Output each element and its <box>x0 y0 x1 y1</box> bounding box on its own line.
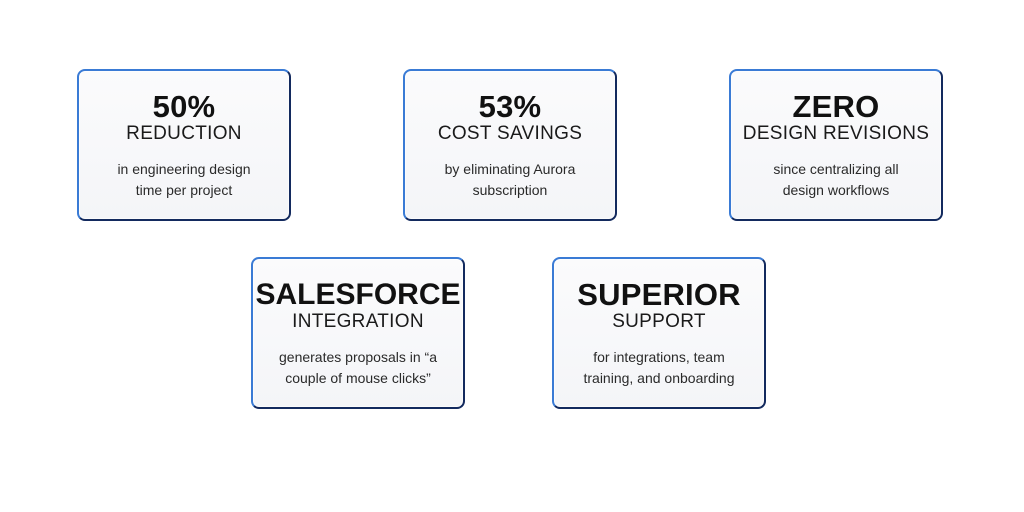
stat-description-line: training, and onboarding <box>583 370 735 386</box>
stat-description: generates proposals in “a couple of mous… <box>253 347 463 389</box>
stat-card-cost-savings: 53% COST SAVINGS by eliminating Aurora s… <box>403 69 617 221</box>
stat-description-line: design workflows <box>782 182 890 198</box>
stat-subhead: SUPPORT <box>612 311 706 332</box>
stat-headline: 50% <box>152 89 216 124</box>
stat-description-line: time per project <box>135 182 233 198</box>
stat-card-superior-support: SUPERIOR SUPPORT for integrations, team … <box>552 257 766 409</box>
stat-card-design-revisions: ZERO DESIGN REVISIONS since centralizing… <box>729 69 943 221</box>
stat-headline: 53% <box>478 89 542 124</box>
stat-subhead: INTEGRATION <box>292 311 424 332</box>
stat-headline: SALESFORCE <box>255 278 461 311</box>
stat-card-salesforce-integration: SALESFORCE INTEGRATION generates proposa… <box>251 257 465 409</box>
stat-headline: ZERO <box>792 89 880 124</box>
stat-description-line: couple of mouse clicks” <box>285 370 431 386</box>
stat-description-line: subscription <box>472 182 548 198</box>
stat-card-reduction: 50% REDUCTION in engineering design time… <box>77 69 291 221</box>
stat-subhead: REDUCTION <box>126 123 242 144</box>
stat-description-line: since centralizing all <box>773 161 899 177</box>
stat-subhead: COST SAVINGS <box>437 123 583 144</box>
stat-description: by eliminating Aurora subscription <box>405 159 615 201</box>
stat-description-line: by eliminating Aurora <box>444 161 576 177</box>
stat-description: in engineering design time per project <box>79 159 289 201</box>
stat-description: for integrations, team training, and onb… <box>554 347 764 389</box>
stat-description-line: in engineering design <box>117 161 251 177</box>
stat-headline: SUPERIOR <box>577 277 741 312</box>
stat-description-line: for integrations, team <box>593 349 725 365</box>
stat-description: since centralizing all design workflows <box>731 159 941 201</box>
stat-subhead: DESIGN REVISIONS <box>742 123 930 144</box>
stat-description-line: generates proposals in “a <box>279 349 437 365</box>
